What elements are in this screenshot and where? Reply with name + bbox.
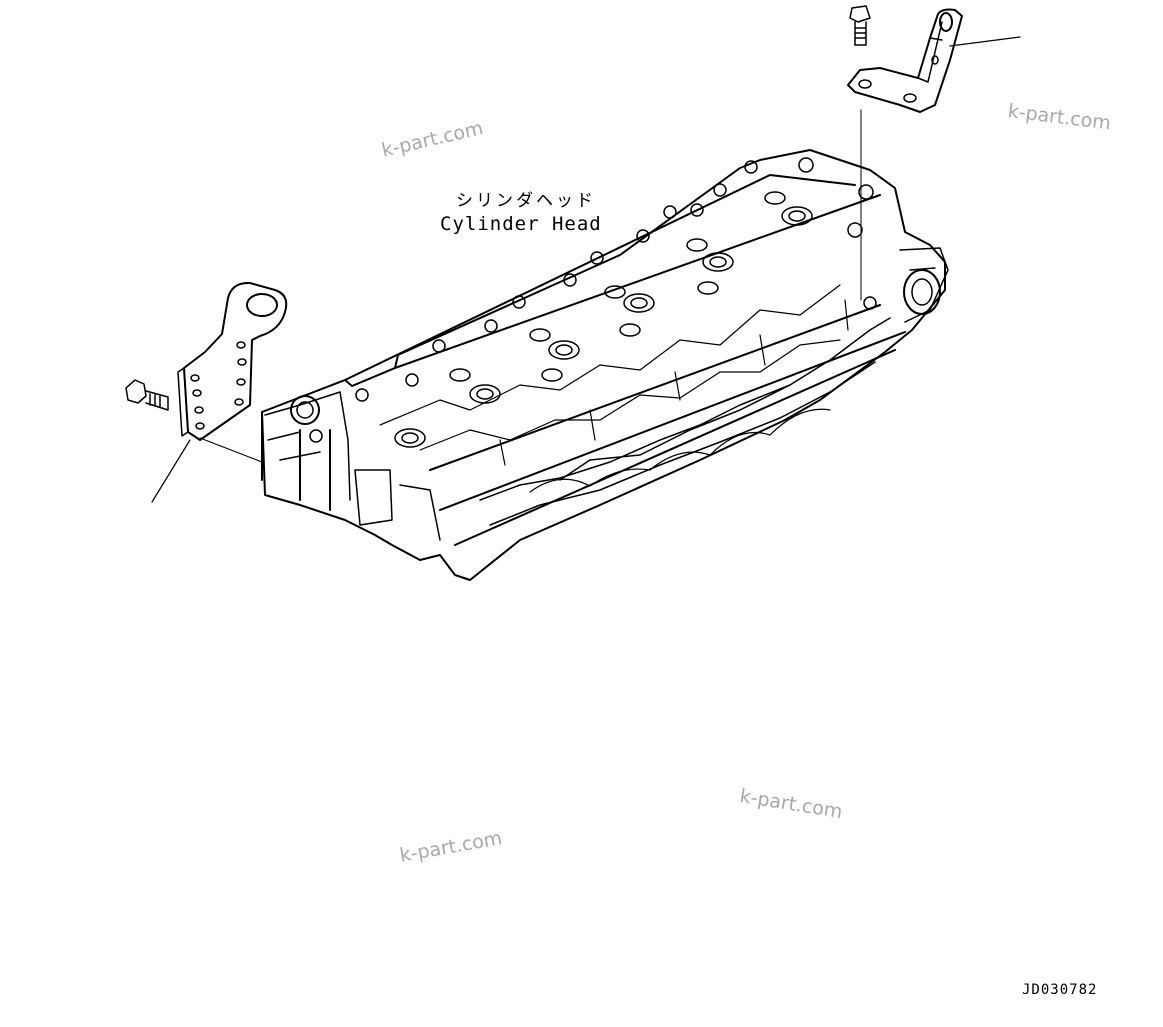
cylinder-head-drawing: [261, 149, 949, 581]
cylinder-head-side: [261, 304, 906, 546]
part-label-english: Cylinder Head: [440, 213, 602, 235]
rear-port: [903, 269, 941, 315]
left-bracket-bolt: [125, 379, 169, 411]
left-centre-line: [199, 437, 263, 463]
left-bracket-plate: [183, 281, 288, 441]
right-leader-line: [949, 36, 1021, 47]
left-bracket-holes: [190, 341, 247, 430]
cylinder-head-top-edge: [344, 174, 881, 381]
gasket-ribs: [529, 408, 831, 493]
rear-port-inner: [911, 278, 933, 306]
rear-end-face: [899, 247, 949, 323]
right-bracket-fold: [917, 21, 943, 83]
front-port: [290, 395, 320, 425]
right-bracket-lift-eye: [939, 12, 953, 32]
cylinder-head-flange: [479, 317, 891, 526]
left-lifting-bracket: [125, 281, 288, 503]
right-bracket-plate: [847, 8, 963, 113]
front-port-inner: [296, 401, 314, 419]
drawing-code: JD030782: [1022, 982, 1098, 998]
front-end-face: [264, 391, 441, 541]
head-bolts: [355, 157, 877, 402]
part-label-japanese: シリンダヘッド: [456, 191, 596, 211]
left-bracket-edge: [177, 367, 189, 437]
left-leader-line: [151, 439, 191, 503]
rocker-ribs: [379, 284, 849, 466]
right-bracket-holes: [858, 55, 939, 103]
right-bracket-bolt: [849, 5, 871, 46]
right-lifting-bracket: [847, 5, 1021, 301]
valve-ports: [394, 191, 813, 448]
left-bracket-lift-eye: [246, 293, 278, 317]
front-boss: [309, 429, 323, 443]
